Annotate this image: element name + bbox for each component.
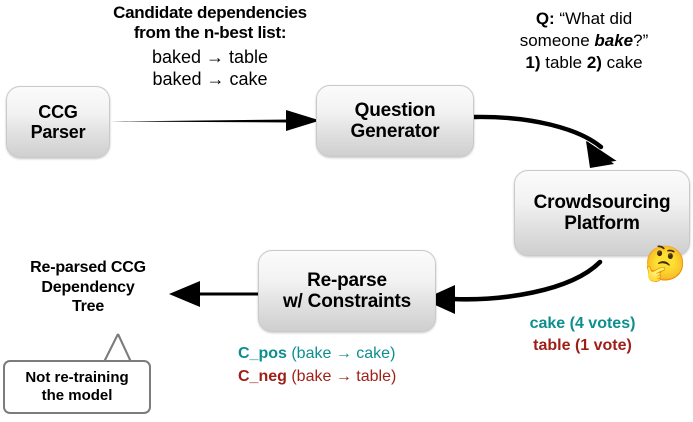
- node-ccg-parser[interactable]: CCG Parser: [6, 86, 110, 158]
- callout-not-retraining: Not re-training the model: [3, 360, 151, 414]
- node-crowdsourcing-platform-line1: Crowdsourcing: [533, 191, 671, 213]
- node-crowdsourcing-platform-line2: Platform: [564, 213, 640, 234]
- node-reparse-line2: w/ Constraints: [282, 291, 412, 312]
- arrow-crowd-to-reparse: [423, 259, 603, 314]
- constraint-negative-body: (bake → table): [286, 368, 397, 385]
- output-label-reparsed-tree: Re-parsed CCG Dependency Tree: [8, 258, 168, 317]
- constraint-negative-label: C_neg: [238, 368, 287, 385]
- node-reparse-label: Re-parse w/ Constraints: [283, 270, 411, 313]
- arrow-generator-to-crowd: [471, 114, 617, 168]
- node-question-generator-line1: Question: [354, 99, 436, 121]
- constraint-positive: C_pos (bake → cake): [238, 343, 395, 365]
- question-part1: “What did: [554, 9, 633, 28]
- callout-line2: the model: [41, 387, 113, 404]
- constraint-negative: C_neg (bake → table): [238, 366, 396, 388]
- node-ccg-parser-line2: Parser: [30, 122, 86, 142]
- question-option-1-text: table: [540, 53, 587, 73]
- node-ccg-parser-label: CCG Parser: [31, 102, 86, 142]
- speech-bubble-tail-icon: [103, 333, 132, 364]
- node-reparse-with-constraints[interactable]: Re-parse w/ Constraints: [258, 250, 436, 332]
- arrow-reparse-to-output: [169, 281, 258, 307]
- question-option-2-text: cake: [601, 53, 643, 73]
- question-bake-emphasis: bake: [594, 31, 634, 51]
- vote-table: table (1 vote): [533, 336, 632, 354]
- node-ccg-parser-line1: CCG: [38, 101, 78, 122]
- constraint-positive-label: C_pos: [238, 345, 287, 362]
- generated-question: Q: “What did someone bake?” 1) table 2) …: [477, 8, 691, 74]
- node-question-generator[interactable]: Question Generator: [316, 85, 474, 157]
- output-line3: Tree: [71, 298, 105, 316]
- node-question-generator-line2: Generator: [350, 121, 440, 142]
- node-question-generator-label: Question Generator: [350, 100, 439, 143]
- candidate-header-line2: from the n-best list:: [133, 22, 287, 42]
- node-reparse-line1: Re-parse: [307, 269, 387, 291]
- node-crowdsourcing-platform[interactable]: Crowdsourcing Platform: [514, 170, 690, 256]
- candidate-header-line1: Candidate dependencies: [113, 3, 307, 22]
- constraint-positive-body: (bake → cake): [286, 345, 396, 362]
- arrow-parser-to-generator: [110, 110, 320, 131]
- question-option-1-number: 1): [525, 53, 541, 73]
- callout-text: Not re-training the model: [25, 369, 128, 405]
- candidate-dependencies-header: Candidate dependencies from the n-best l…: [64, 3, 356, 43]
- dependency-item-2: baked → cake: [152, 68, 268, 89]
- candidate-dependency-list: baked → table baked → cake: [64, 47, 356, 91]
- question-option-2-number: 2): [586, 53, 602, 73]
- node-crowdsourcing-platform-label: Crowdsourcing Platform: [534, 192, 671, 235]
- output-line2: Dependency: [41, 278, 135, 296]
- question-prefix: Q:: [535, 9, 555, 28]
- crowd-vote-results: cake (4 votes) table (1 vote): [480, 313, 685, 356]
- vote-cake: cake (4 votes): [529, 315, 636, 332]
- question-part2: someone: [519, 31, 595, 51]
- callout-line1: Not re-training: [25, 369, 129, 386]
- dependency-item-1: baked → table: [151, 47, 269, 67]
- output-line1: Re-parsed CCG: [30, 259, 146, 276]
- question-part3: ?”: [633, 31, 649, 51]
- thinking-face-icon: 🤔: [644, 245, 687, 283]
